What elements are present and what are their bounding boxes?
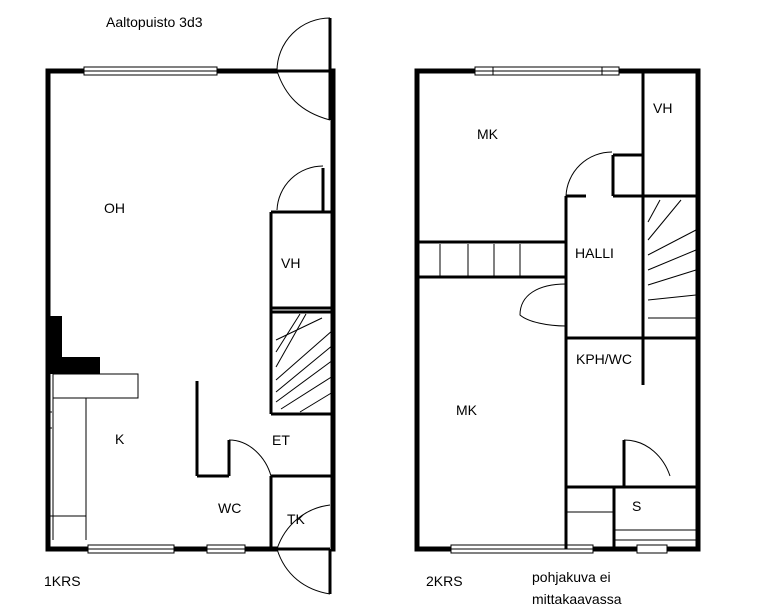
room-label-kph-wc: KPH/WC — [576, 351, 632, 367]
second-floor-stairs-icon — [641, 196, 697, 338]
plan-title: Aaltopuisto 3d3 — [106, 14, 203, 30]
first-floor-kitchen-counter — [48, 316, 139, 540]
second-floor-landing-stairs-icon — [439, 244, 521, 276]
room-label-s: S — [632, 498, 641, 514]
room-label-et: ET — [272, 432, 290, 448]
room-label-vh-1: VH — [281, 255, 300, 271]
scale-note-line-2: mittakaavassa — [532, 591, 622, 607]
room-label-wc: WC — [218, 500, 241, 516]
first-floor-stairs-icon — [269, 310, 334, 416]
first-floor-plan: OH VH K ET WC TK 1KRS — [44, 17, 336, 595]
room-label-vh-2: VH — [653, 100, 672, 116]
room-label-tk: TK — [287, 511, 306, 527]
second-floor-interior-walls — [419, 71, 698, 549]
room-label-halli: HALLI — [575, 245, 614, 261]
room-label-k: K — [115, 431, 125, 447]
floor-label-first: 1KRS — [44, 573, 81, 589]
first-floor-closet — [269, 165, 333, 312]
floor-label-second: 2KRS — [426, 573, 463, 589]
first-floor-balcony-door-icon — [275, 17, 332, 121]
room-label-oh: OH — [104, 200, 125, 216]
room-label-mk-top: MK — [477, 126, 499, 142]
scale-note-line-1: pohjakuva ei — [532, 569, 611, 585]
second-floor-small-window — [636, 544, 668, 554]
first-floor-interior-walls — [195, 381, 333, 549]
first-floor-entrance-door-icon — [275, 504, 332, 595]
second-floor-plan: MK VH HALLI MK KPH/WC S 2KRS — [414, 66, 701, 589]
room-label-mk-bottom: MK — [456, 402, 478, 418]
